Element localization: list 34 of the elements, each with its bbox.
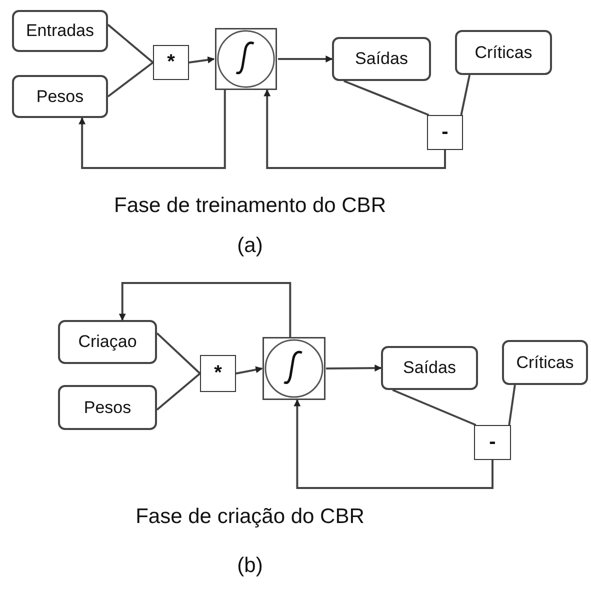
connector-line [107,62,154,98]
arrow [236,366,263,374]
operator-box: * [200,355,236,392]
connector-line [156,372,201,411]
panel-label: (a) [237,234,263,258]
connector-line [508,384,516,426]
integrator-circle [262,337,326,400]
connector-line [460,74,471,116]
figure-caption: Fase de criação do CBR [136,505,364,529]
arrow [278,56,333,62]
operator-box: * [153,45,189,80]
rounded-box: Críticas [455,30,552,75]
arrow [326,364,382,372]
connector-line [107,24,154,64]
connector-line [344,80,430,116]
figure-caption: Fase de treinamento do CBR [114,194,386,218]
rounded-box: Entradas [12,10,108,52]
operator-box: - [427,115,463,150]
rounded-box: Criaçao [58,320,157,364]
rounded-box: Saídas [332,37,431,81]
connector-line [392,389,476,426]
rounded-box: Pesos [58,385,157,430]
arrow [264,89,446,169]
panel-label: (b) [237,554,263,578]
rounded-box: Saídas [381,346,478,390]
connector-line [156,332,201,374]
arrow [78,90,226,169]
rounded-box: Pesos [12,75,108,118]
arrow [294,399,494,489]
rounded-box: Críticas [502,340,588,385]
arrow [118,282,292,337]
integrator-circle [214,28,278,90]
arrow [188,56,215,64]
operator-box: - [474,425,511,460]
